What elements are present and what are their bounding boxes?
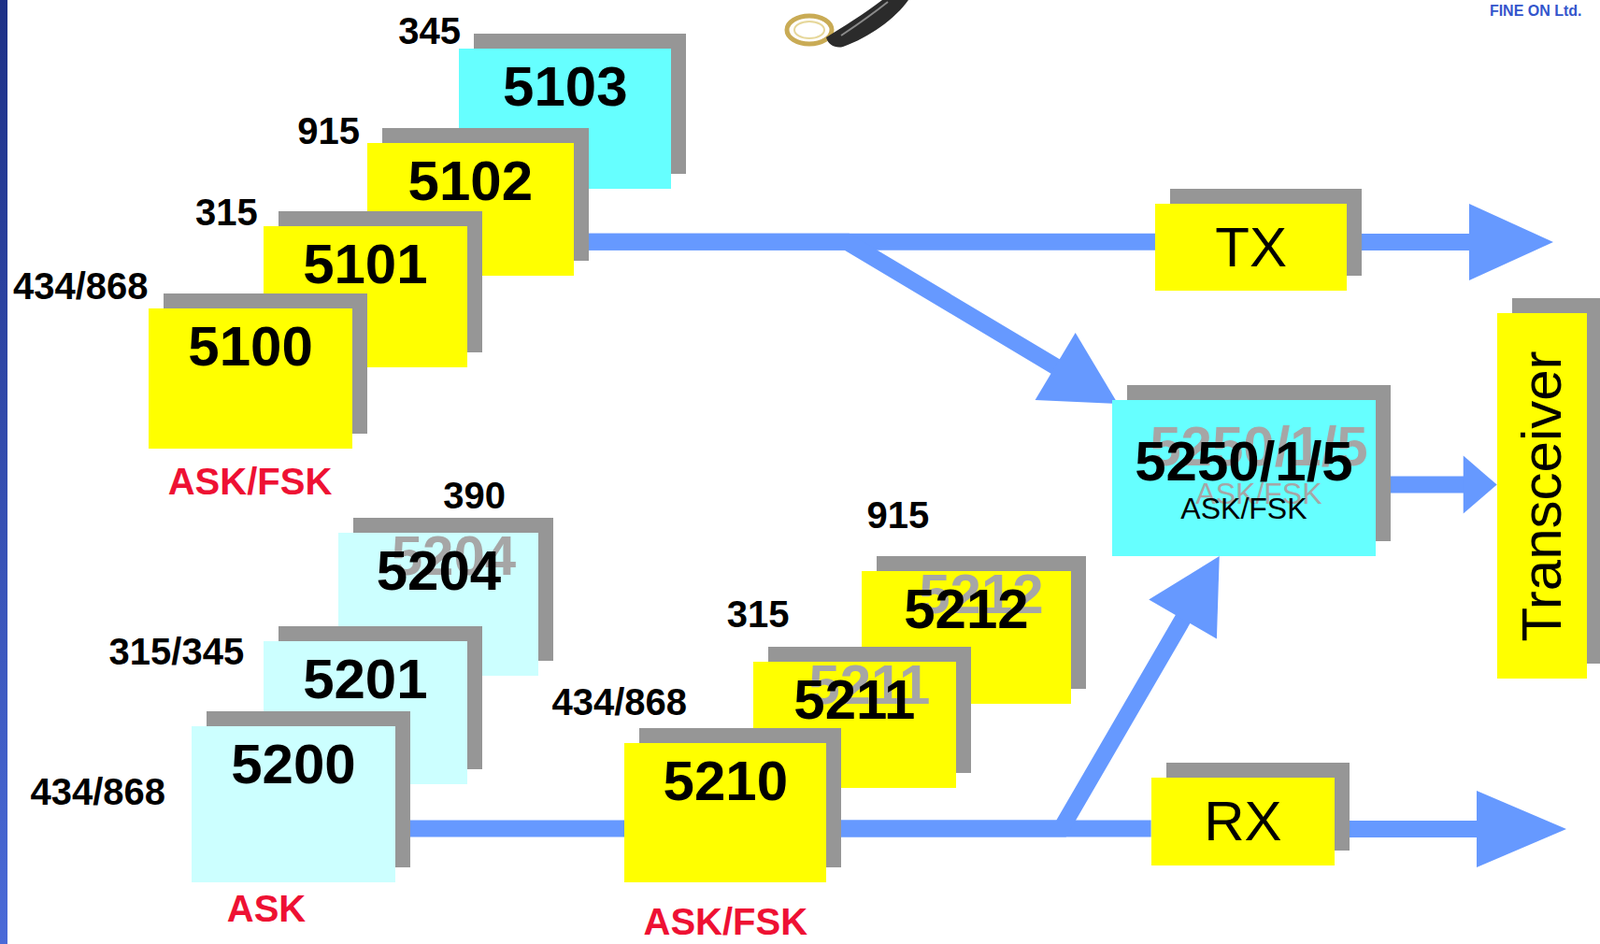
frequency-label: 315/345 bbox=[109, 630, 245, 672]
part-number: 5204 bbox=[376, 540, 501, 602]
part-number: TX bbox=[1214, 216, 1287, 279]
company-name: FINE ON Ltd. bbox=[1489, 2, 1583, 20]
part-number: 5100 bbox=[187, 315, 313, 378]
keyring-illustration bbox=[786, 0, 909, 48]
tx-output-arrow bbox=[1336, 203, 1554, 281]
modulation-label: ASK/FSK bbox=[168, 460, 333, 502]
part-number: 5250/1/5 bbox=[1134, 430, 1354, 493]
part-number: 5200 bbox=[230, 733, 356, 796]
module-box: RX bbox=[1151, 777, 1336, 866]
key-ring bbox=[786, 15, 832, 44]
frequency-label: 345 bbox=[398, 10, 461, 52]
rx-output-head bbox=[1476, 790, 1567, 868]
module-box: 434/8685200 bbox=[191, 726, 395, 883]
frequency-label: 315 bbox=[727, 593, 790, 635]
part-number: 5211 bbox=[793, 669, 915, 731]
rx-output-arrow bbox=[1327, 790, 1567, 868]
flow-arrow bbox=[573, 242, 1119, 404]
module-box: 434/8685210 bbox=[624, 742, 827, 884]
module-box: 5250/1/5ASK/FSK bbox=[1112, 400, 1376, 557]
part-number: 5101 bbox=[302, 233, 428, 296]
modulation-label: ASK bbox=[227, 887, 306, 929]
frequency-label: 434/868 bbox=[551, 681, 687, 723]
part-number: 5201 bbox=[302, 648, 428, 711]
flow-arrow bbox=[395, 828, 626, 829]
flow-line bbox=[573, 242, 1075, 378]
key-ring-inner bbox=[794, 21, 825, 39]
module-box: 434/8685100 bbox=[148, 308, 352, 450]
frequency-label: 315 bbox=[195, 191, 258, 233]
flow-line bbox=[1375, 476, 1474, 494]
key-fob-highlight bbox=[841, 1, 888, 36]
part-number: 5210 bbox=[663, 750, 788, 813]
part-number: 5103 bbox=[502, 56, 628, 118]
frequency-label: 915 bbox=[297, 110, 360, 152]
part-number: 5102 bbox=[408, 150, 533, 213]
frequency-label: 915 bbox=[866, 494, 929, 536]
part-number: RX bbox=[1203, 790, 1282, 853]
key-fob bbox=[826, 0, 909, 48]
arrow-head bbox=[1035, 332, 1119, 404]
arrow-head bbox=[1463, 456, 1498, 515]
flow-arrow bbox=[1375, 456, 1498, 515]
frequency-label: 390 bbox=[442, 474, 506, 516]
part-number: 5212 bbox=[903, 578, 1029, 641]
tx-output-head bbox=[1469, 203, 1554, 281]
frequency-label: 434/868 bbox=[13, 265, 149, 307]
module-box: TX bbox=[1155, 203, 1347, 291]
part-number: Transceiver bbox=[1511, 350, 1573, 642]
flow-line bbox=[395, 820, 626, 838]
arrow-head bbox=[1148, 556, 1219, 640]
side-strip bbox=[0, 0, 8, 944]
frequency-label: 434/868 bbox=[30, 771, 167, 813]
transceiver-box: Transceiver bbox=[1497, 313, 1587, 679]
modulation-text: ASK/FSK bbox=[1180, 492, 1307, 526]
modulation-label: ASK/FSK bbox=[642, 900, 808, 943]
